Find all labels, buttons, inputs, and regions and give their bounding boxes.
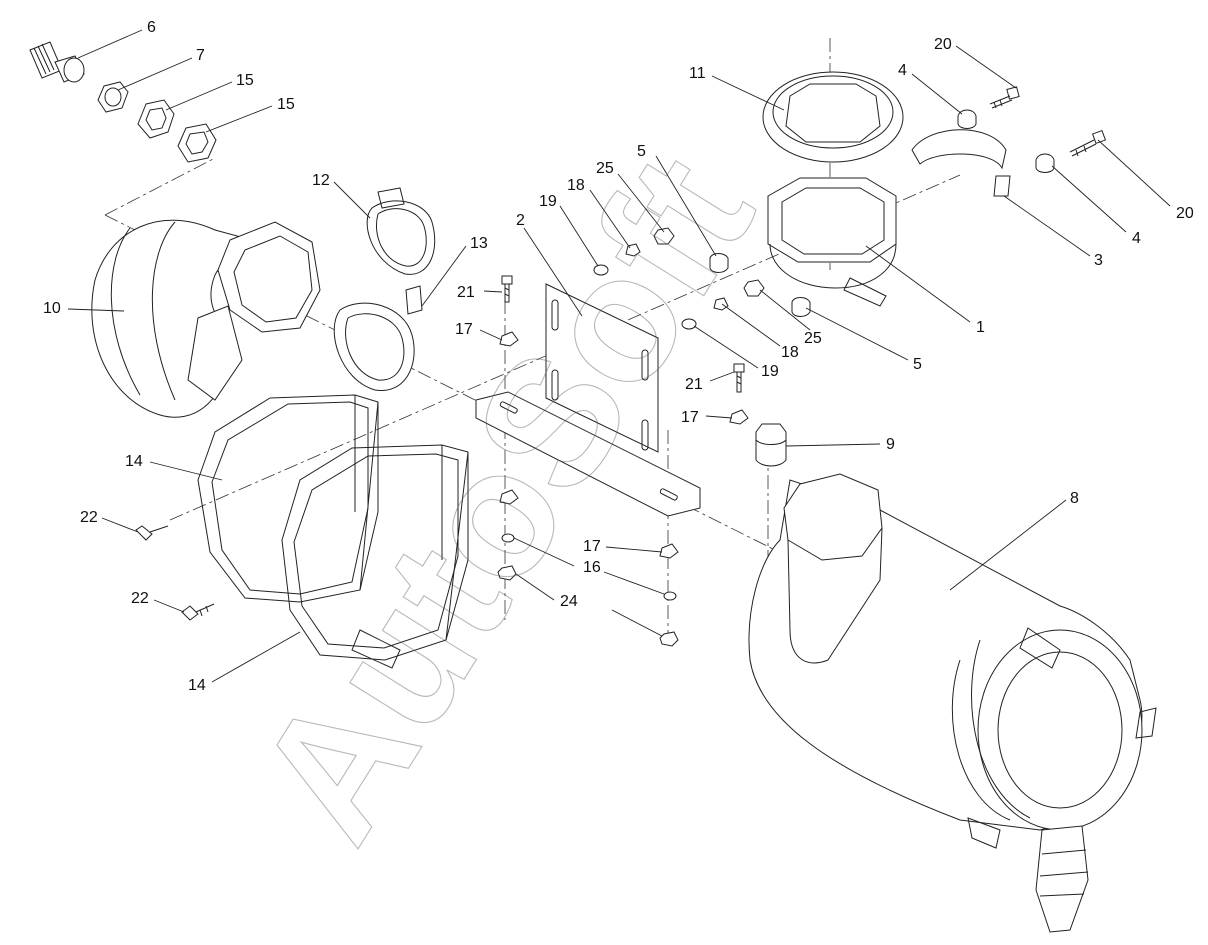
- part-20-bolt-a: [989, 86, 1020, 109]
- callout-9: 9: [886, 436, 895, 453]
- part-13-clamp: [333, 285, 423, 391]
- part-20-bolt-b: [1069, 129, 1107, 157]
- callout-5: 5: [637, 143, 646, 160]
- part-10-elbow-duct: [91, 219, 321, 418]
- part-15-washer-b: [177, 123, 217, 163]
- part-15-washer-a: [137, 99, 175, 139]
- callout-6: 6: [147, 19, 156, 36]
- part-9-indicator: [755, 423, 787, 467]
- watermark: AutoSoft: [218, 123, 791, 874]
- callout-25: 25: [804, 330, 822, 347]
- callout-5: 5: [913, 356, 922, 373]
- callout-17: 17: [583, 538, 601, 555]
- callout-14: 14: [125, 453, 143, 470]
- part-2-bracket: [475, 283, 701, 517]
- part-19-washer-a: [593, 264, 609, 276]
- part-8-air-cleaner-housing: [748, 473, 1157, 933]
- callout-4: 4: [1132, 230, 1141, 247]
- callout-2: 2: [516, 212, 525, 229]
- callout-13: 13: [470, 235, 488, 252]
- callout-24: 24: [560, 593, 578, 610]
- callout-22: 22: [131, 590, 149, 607]
- part-4-bushing-b: [1035, 153, 1055, 173]
- part-18-washer-b: [713, 297, 729, 311]
- part-25-nut-a: [653, 227, 675, 245]
- callout-19: 19: [539, 193, 557, 210]
- part-extra-washer: [499, 489, 519, 505]
- part-21-bolt-b: [733, 363, 745, 393]
- callout-18: 18: [781, 344, 799, 361]
- callout-11: 11: [689, 65, 706, 82]
- callout-12: 12: [312, 172, 330, 189]
- part-14-band-rear: [281, 444, 469, 669]
- leader-lines: [67, 29, 1171, 683]
- part-3-strap: [911, 129, 1011, 197]
- callout-25: 25: [596, 160, 614, 177]
- callout-10: 10: [43, 300, 61, 317]
- part-17-washer-c: [659, 543, 679, 559]
- callout-4: 4: [898, 62, 907, 79]
- callout-21: 21: [457, 284, 475, 301]
- part-7-hex-nut: [97, 81, 129, 113]
- callout-19: 19: [761, 363, 779, 380]
- part-25-nut-b: [743, 279, 765, 297]
- part-21-bolt-a: [501, 275, 513, 303]
- callout-18: 18: [567, 177, 585, 194]
- watermark-lettering: AutoSoft: [218, 122, 792, 874]
- callout-1: 1: [976, 319, 985, 336]
- part-24-nut-b: [659, 631, 679, 647]
- callout-8: 8: [1070, 490, 1079, 507]
- part-11-ring: [762, 71, 904, 163]
- callout-17: 17: [681, 409, 699, 426]
- part-1-adapter: [767, 177, 897, 307]
- part-16-lock-washer-b: [663, 591, 677, 601]
- callout-17: 17: [455, 321, 473, 338]
- callout-16: 16: [583, 559, 601, 576]
- callout-20: 20: [1176, 205, 1194, 222]
- callout-20: 20: [934, 36, 952, 53]
- part-24-nut-a: [497, 565, 517, 581]
- part-12-clamp: [366, 187, 436, 275]
- part-22-screw-a: [135, 525, 169, 541]
- callout-3: 3: [1094, 252, 1103, 269]
- callout-21: 21: [685, 376, 703, 393]
- part-4-bushing-a: [957, 109, 977, 129]
- part-6-hose-nipple: [29, 41, 85, 83]
- callout-labels: 6 7 15 15 12 13 10 2 19 18 25 5 11 4 20 …: [43, 19, 1194, 694]
- part-19-washer-b: [681, 318, 697, 330]
- callout-7: 7: [196, 47, 205, 64]
- part-17-washer-a: [499, 331, 519, 347]
- callout-15: 15: [277, 96, 295, 113]
- callout-15: 15: [236, 72, 254, 89]
- part-5-bumper-b: [791, 297, 811, 317]
- part-17-washer-b: [729, 409, 749, 425]
- callout-22: 22: [80, 509, 98, 526]
- part-22-screw-b: [181, 603, 215, 621]
- callout-14: 14: [188, 677, 206, 694]
